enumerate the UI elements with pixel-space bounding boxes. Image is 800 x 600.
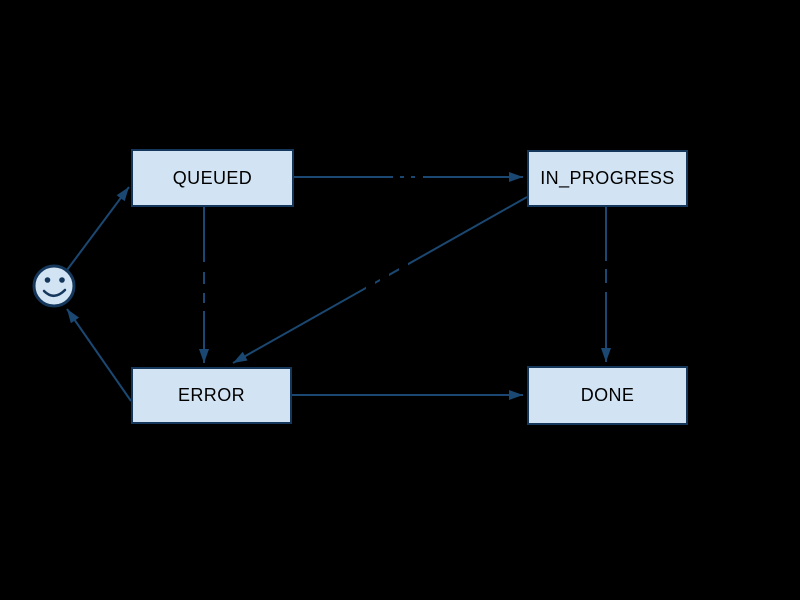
smiley-face-icon [32, 264, 76, 308]
smiley-mouth [42, 288, 67, 297]
state-node-error: ERROR [131, 367, 292, 424]
state-label-done: DONE [580, 385, 635, 405]
state-label-queued: QUEUED [172, 167, 253, 188]
smiley-left-eye [44, 277, 51, 283]
state-node-queued: QUEUED [131, 149, 294, 207]
state-node-done: DONE [527, 366, 688, 425]
state-node-in-progress: IN_PROGRESS [527, 150, 688, 207]
state-label-error: ERROR [177, 385, 245, 405]
edge-start-to-queued [66, 186, 130, 271]
state-label-in-progress: IN_PROGRESS [540, 168, 675, 188]
smiley-right-eye [59, 277, 65, 283]
edge-error-to-start [66, 308, 132, 402]
smiley-head [32, 264, 76, 308]
edge-label-gaps [197, 171, 613, 311]
